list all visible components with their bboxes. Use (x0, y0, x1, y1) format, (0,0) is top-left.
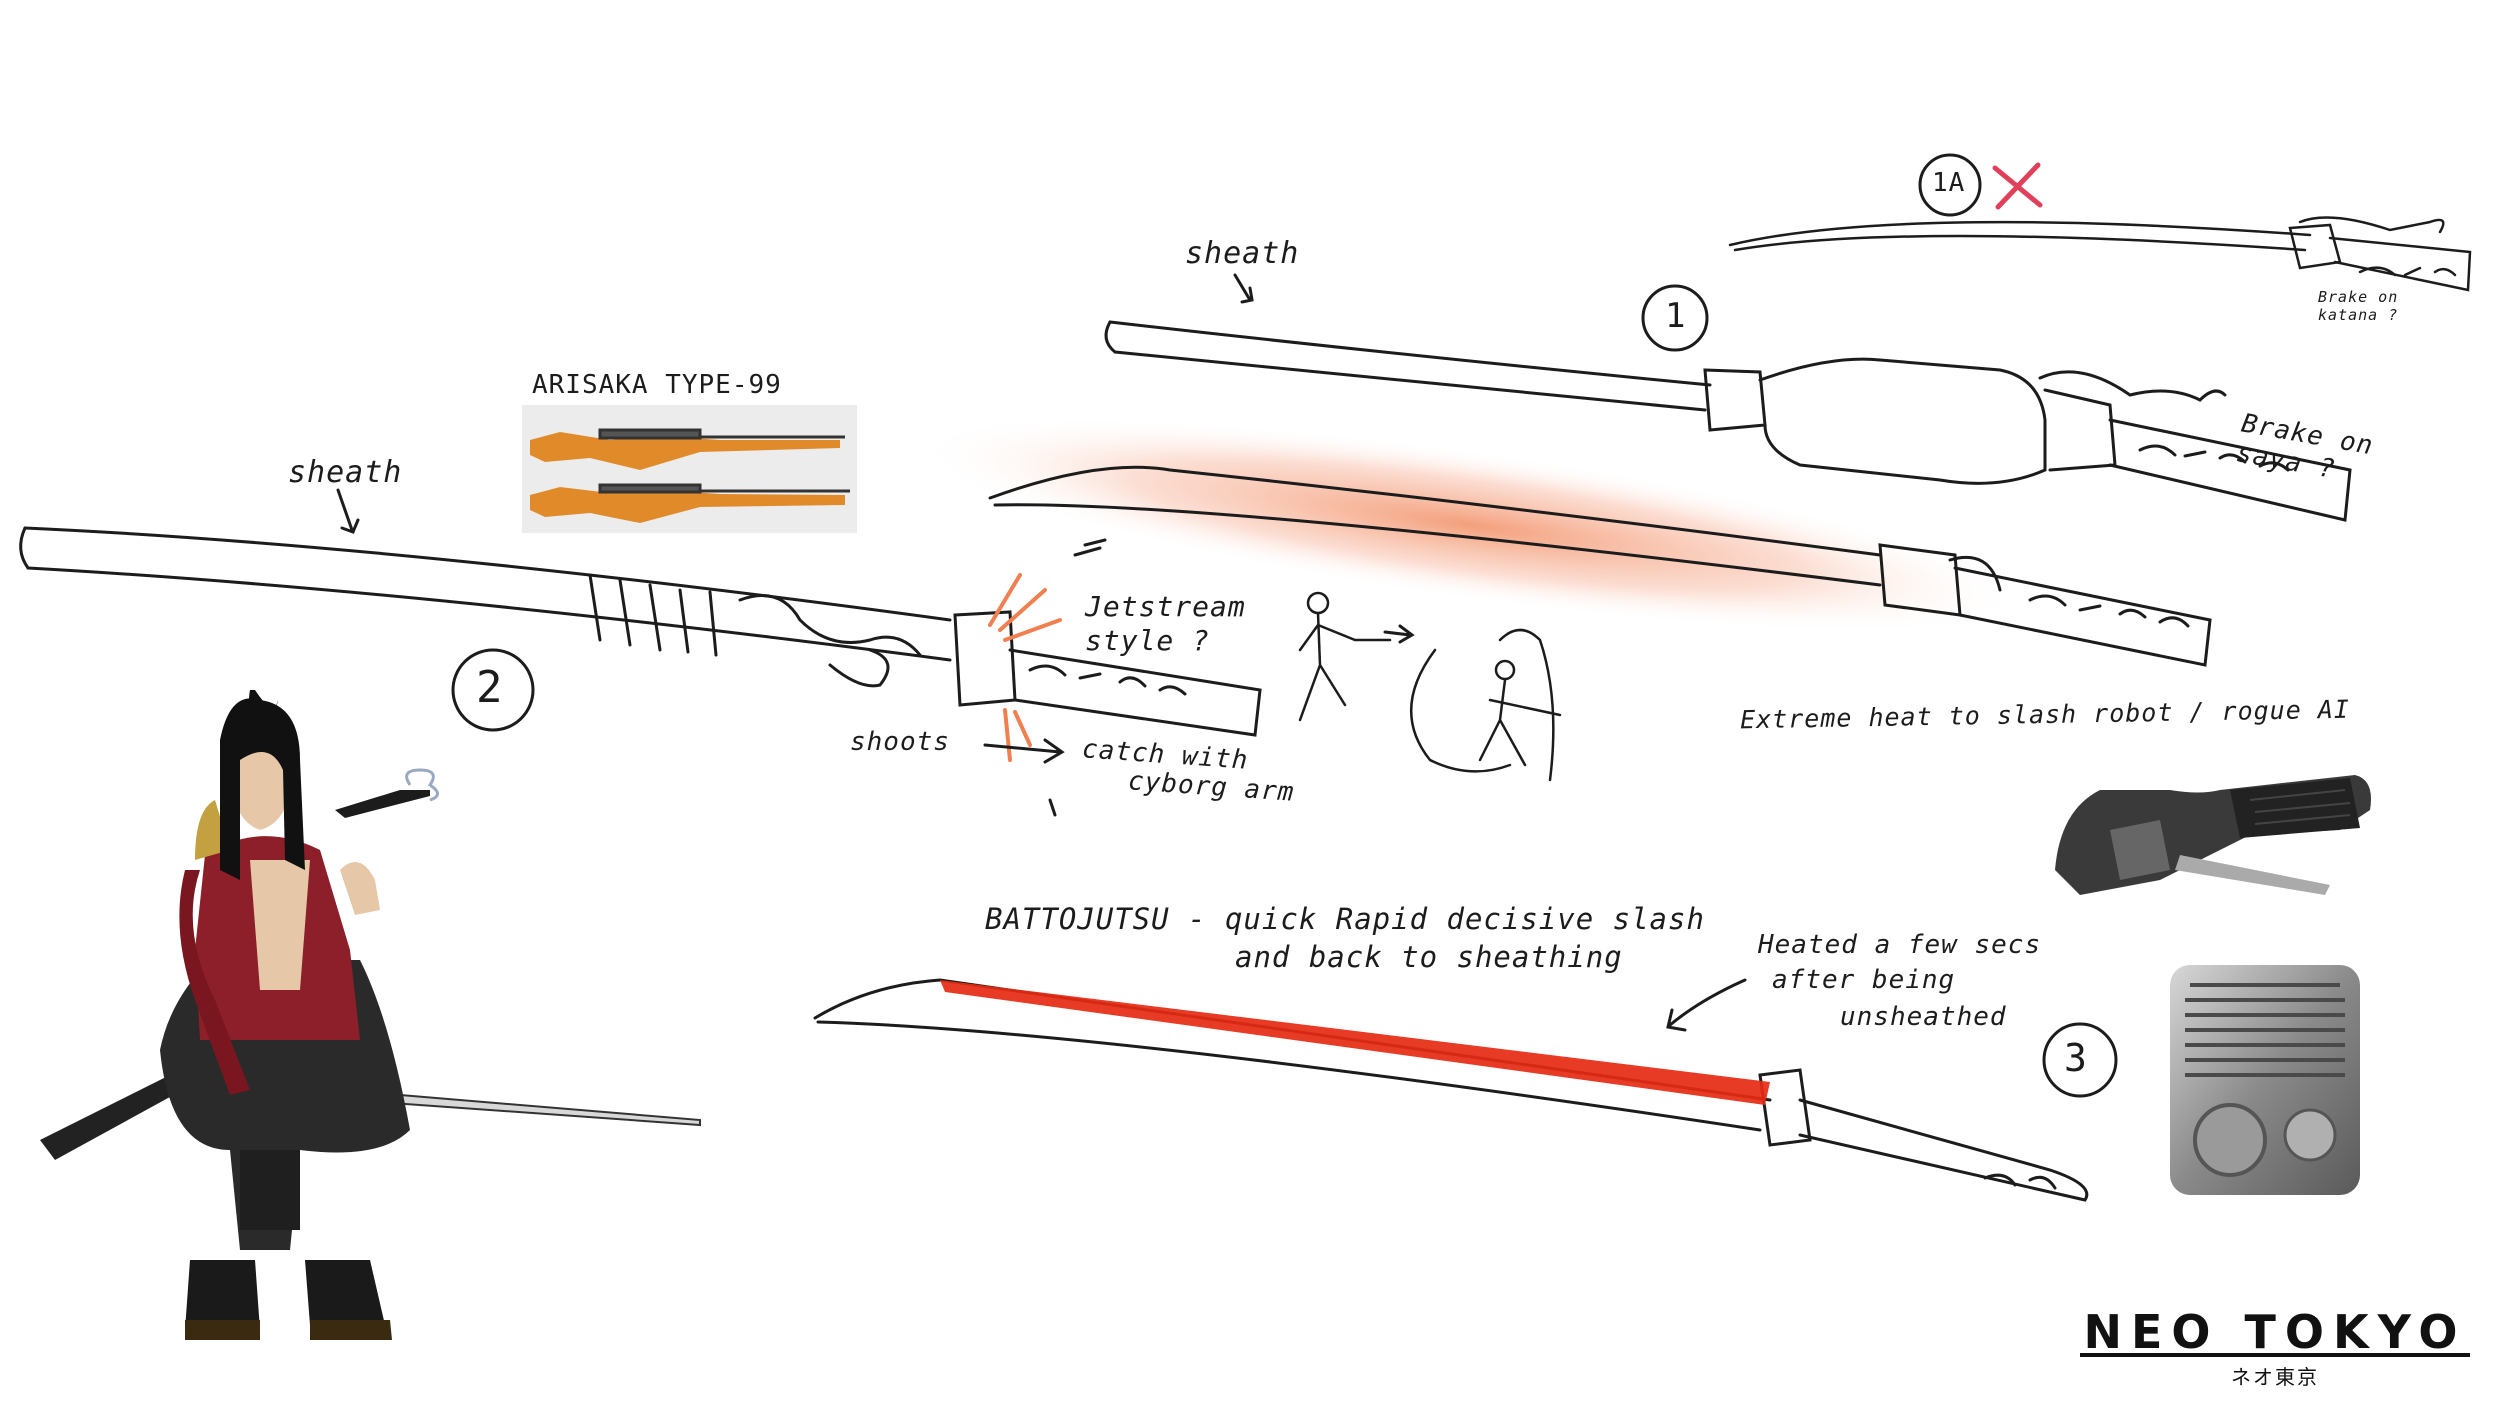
variant-1-label: 1 (1665, 296, 1687, 336)
samurai-character (40, 690, 701, 1340)
heated-blade-glow (915, 417, 2025, 633)
jetstream-note: Jetstream style ? (1085, 590, 1246, 657)
heated-note-line1: Heated a few secs (1758, 930, 2042, 960)
x-mark-icon (1992, 162, 2043, 210)
logo-subtitle: ネオ東京 (2231, 1365, 2319, 1389)
katana-variant-1-sheathed (1104, 320, 2352, 522)
heated-katana (988, 465, 2212, 667)
katana-variant-3 (813, 978, 2089, 1202)
brake-lever-photo (2055, 775, 2371, 895)
katana-variant-1a (1728, 216, 2472, 292)
rifle-title: ARISAKA TYPE-99 (532, 370, 782, 400)
variant-3-label: 3 (2064, 1036, 2088, 1080)
katana-variant-2 (19, 526, 1262, 737)
jetstream-sparks (988, 573, 1062, 762)
engine-photo (2170, 965, 2360, 1195)
sketch-marks (1048, 538, 1107, 817)
variant-1a-label: 1A (1932, 168, 1966, 198)
sheath-label-top: sheath (1185, 236, 1300, 271)
battojutsu-note-line1: BATTOJUTSU - quick Rapid decisive slash (985, 902, 1705, 936)
brake-on-katana-note: Brake on katana ? (2318, 288, 2399, 324)
heated-note-line2: after being (1772, 965, 1956, 995)
variant-circles (451, 153, 2118, 1098)
hot-blade-edge (940, 980, 1770, 1105)
sheath-label-left: sheath (288, 455, 403, 490)
arrow-icon (336, 273, 1747, 1032)
battojutsu-figure-sketch (1298, 591, 1562, 782)
rifle-reference-photo (522, 405, 857, 533)
neo-tokyo-logo: NEO TOKYO ネオ東京 (2070, 1305, 2480, 1389)
logo-title: NEO TOKYO (2083, 1305, 2467, 1359)
variant-2-label: 2 (476, 662, 504, 713)
heated-note-line3: unsheathed (1840, 1002, 2007, 1032)
shoots-note: shoots (850, 727, 950, 757)
battojutsu-note-line2: and back to sheathing (1235, 940, 1623, 974)
